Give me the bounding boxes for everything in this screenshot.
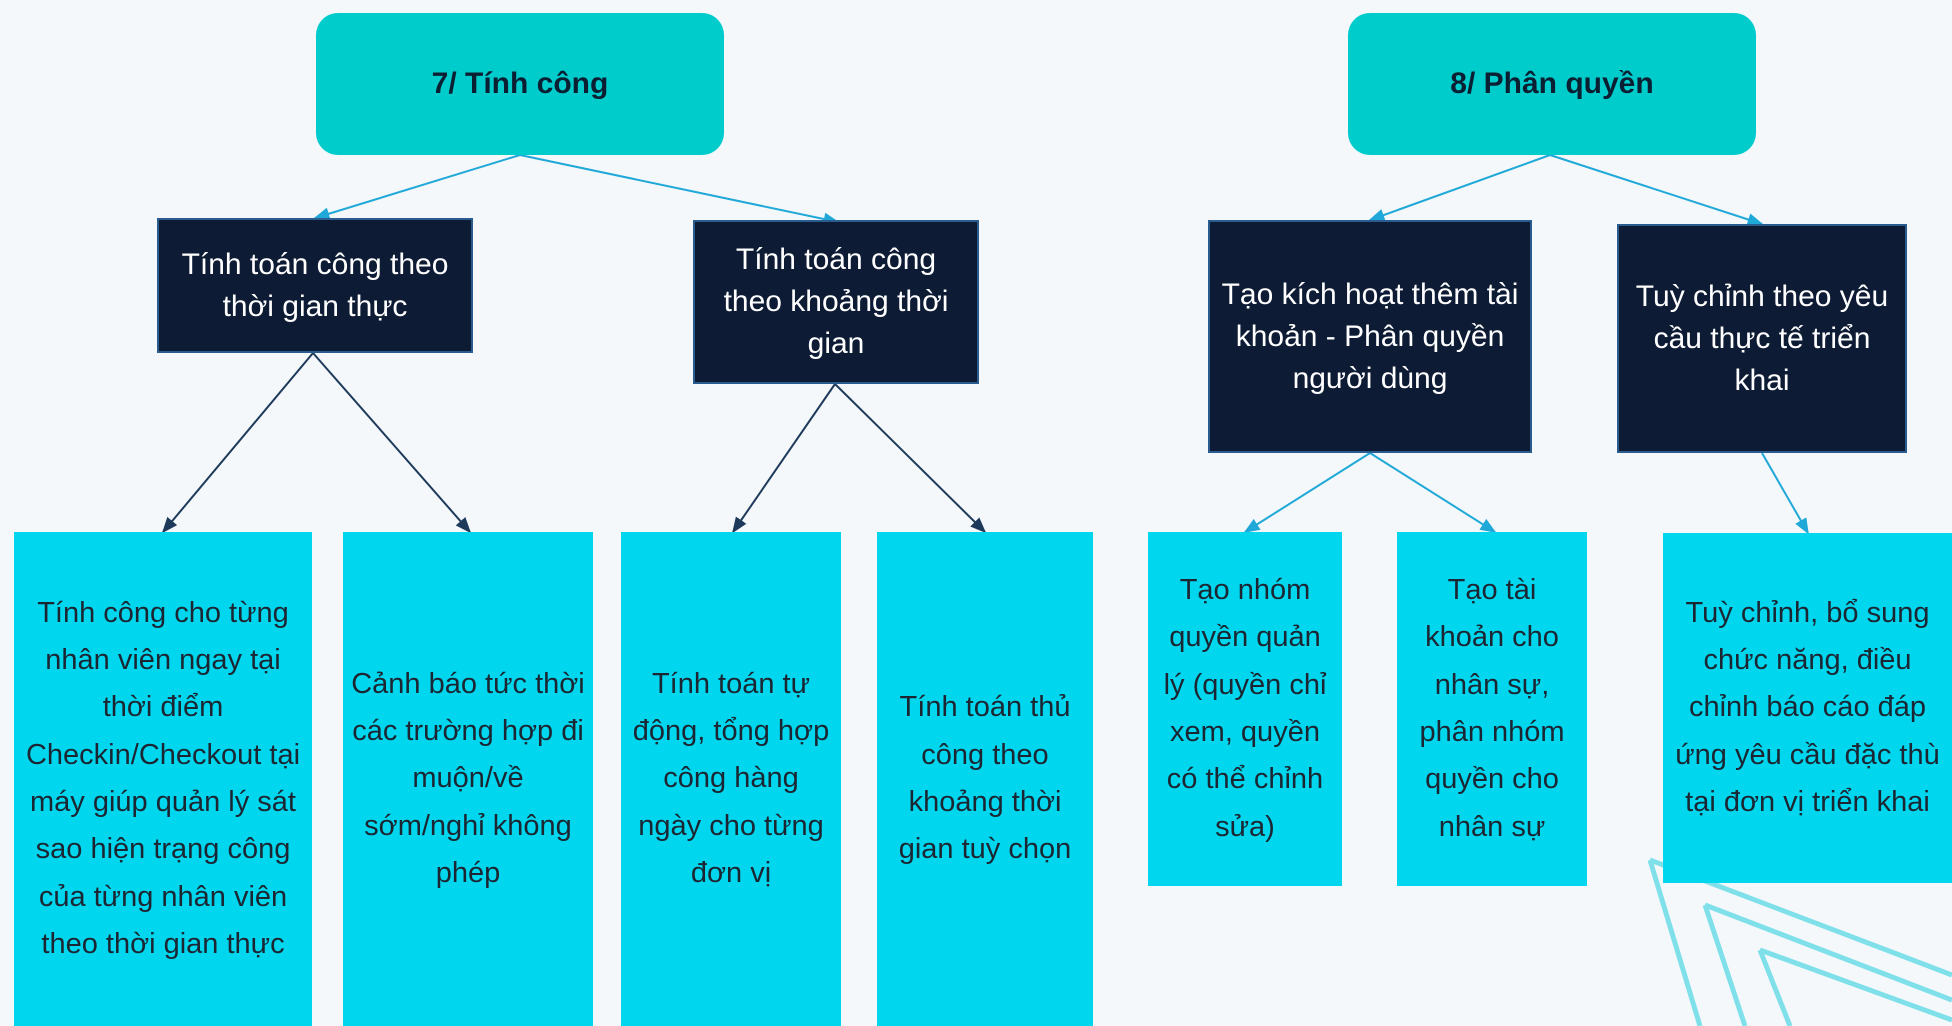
branch-account-permissions: Tạo kích hoạt thêm tài khoản - Phân quyề… — [1208, 220, 1532, 453]
leaf-instant-warning: Cảnh báo tức thời các trường hợp đi muộn… — [343, 532, 593, 1026]
connector-branch-3-to-leaf-1 — [1243, 452, 1371, 533]
connector-branch-4-to-leaf-1 — [1761, 452, 1809, 535]
connector-8-to-branch-2 — [1549, 154, 1764, 226]
connector-branch-1-to-leaf-1 — [161, 352, 314, 534]
decorative-chevron-graphic — [1647, 857, 1952, 1026]
connector-7-to-branch-2 — [519, 154, 840, 226]
connector-branch-2-to-leaf-2 — [834, 383, 987, 534]
leaf-create-permission-group: Tạo nhóm quyền quản lý (quyền chỉ xem, q… — [1148, 532, 1342, 886]
connector-7-to-branch-1 — [313, 154, 521, 220]
branch-custom-deployment: Tuỳ chỉnh theo yêu cầu thực tế triển kha… — [1617, 224, 1907, 453]
connector-8-to-branch-1 — [1368, 154, 1551, 222]
leaf-auto-daily-summary: Tính toán tự động, tổng hợp công hàng ng… — [621, 532, 841, 1026]
leaf-realtime-per-employee: Tính công cho từng nhân viên ngay tại th… — [14, 532, 312, 1026]
section-7-title: 7/ Tính công — [316, 13, 724, 155]
connector-branch-2-to-leaf-1 — [732, 383, 836, 534]
branch-period-calculation: Tính toán công theo khoảng thời gian — [693, 220, 979, 384]
connector-branch-3-to-leaf-2 — [1369, 452, 1497, 533]
leaf-create-staff-account: Tạo tài khoản cho nhân sự, phân nhóm quy… — [1397, 532, 1587, 886]
branch-realtime-calculation: Tính toán công theo thời gian thực — [157, 218, 473, 353]
leaf-custom-features-reports: Tuỳ chỉnh, bổ sung chức năng, điều chỉnh… — [1663, 533, 1952, 883]
section-8-title: 8/ Phân quyền — [1348, 13, 1756, 155]
connector-branch-1-to-leaf-2 — [312, 352, 472, 534]
leaf-manual-custom-period: Tính toán thủ công theo khoảng thời gian… — [877, 532, 1093, 1026]
